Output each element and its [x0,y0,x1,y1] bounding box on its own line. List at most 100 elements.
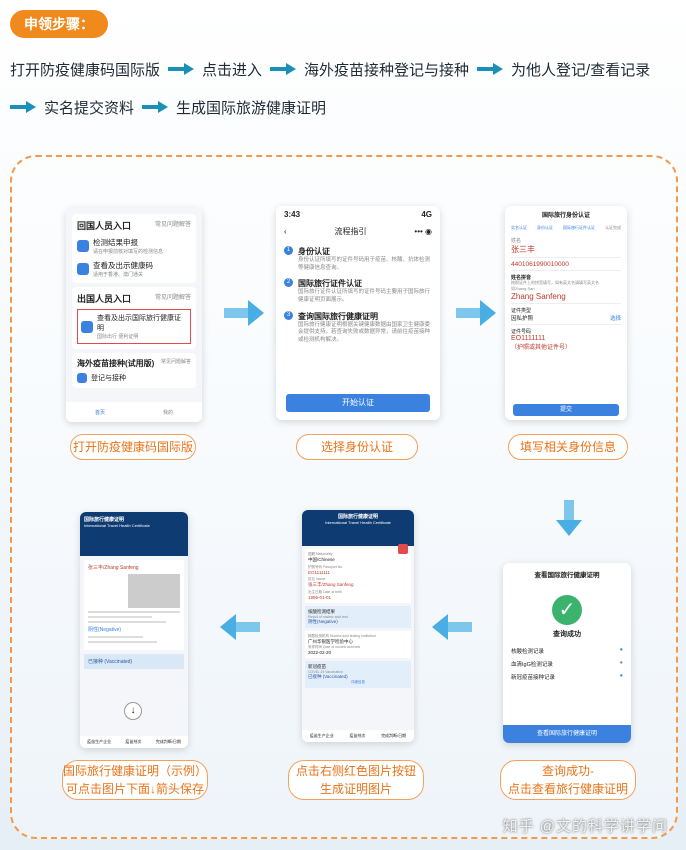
outbound-title: 出国人员入口 [77,294,132,304]
name-label: 姓名 [511,238,522,244]
record-label: 新冠疫苗接种记录 [511,675,556,681]
caption-line: 生成证明图片 [319,782,392,796]
caption-step-5: 点击右侧红色图片按钮 生成证明图片 [288,760,424,800]
screen-cert-generate: 国际旅行健康证明 International Travel Health Cer… [302,510,414,742]
download-arrow-icon[interactable]: ↓ [124,702,142,720]
step-number-icon: 1 [284,246,293,255]
caption-line: 点击查看旅行健康证明 [507,782,628,796]
record-list: 核酸检测记录● 血清IgG检测记录● 新冠疫苗接种记录● [503,647,631,681]
caption-step-6: 国际旅行健康证明（示例） 可点击图片下面↓箭头保存 [62,760,208,800]
faq-link[interactable]: 常见问题解答 [154,295,191,301]
tab[interactable]: 疫苗剂次 [125,739,142,744]
caption-step-4: 查询成功- 点击查看旅行健康证明 [500,760,636,800]
cert-title: 国际旅行健康证明 [337,514,378,520]
faq-link[interactable]: 常见问题解答 [154,222,191,228]
vaccine-card: 新冠疫苗 COVID-19 Vaccination 已接种 (Vaccinate… [305,661,411,688]
doc-type-select[interactable]: 因私护照 选择 [511,314,621,325]
record-label: 血清IgG检测记录 [511,662,553,668]
more-icon[interactable]: ••• ◉ [414,227,432,236]
travel-cert-item[interactable]: 查看及出示国际旅行健康证明 国际出行 便利证明 [77,309,191,344]
cert-title-en: International Travel Health Certificate [84,523,150,528]
item-label: 登记与接种 [91,375,126,382]
name-field[interactable]: 张三丰 [511,244,621,258]
success-text: 查询成功 [553,631,581,638]
flow-step-6: 生成国际旅游健康证明 [176,99,327,117]
screen-identity-form: 国际旅行身份认证 实名认证 身份认证 国际旅行证件认证 认证完成 姓名 张三丰 … [505,206,627,420]
arrow-right-icon [142,101,169,113]
doc-number-field[interactable]: EO1111111 [511,334,546,342]
nav-bar: ‹ 流程指引 ••• ◉ [276,223,440,240]
check-circle-icon: ● [619,673,623,679]
inbound-section: 回国人员入口 常见问题解答 检测结果申报 请在申报前核对填写的检测信息 查看及出… [72,214,196,283]
faq-link[interactable]: 常见问题解答 [160,359,191,365]
view-cert-button[interactable]: 查看国际旅行健康证明 [503,725,631,743]
step-text: 国际旅行健康证明根据关键健康数据由国家卫生健康委会提供支持，若查询失败或数据异常… [298,321,431,344]
register-vaccine-item[interactable]: 登记与接种 [77,373,191,383]
flow-step-1: 打开防疫健康码国际版 [10,61,161,79]
cert-header: 国际旅行健康证明 International Travel Health Cer… [80,512,188,556]
steps-flow: 打开防疫健康码国际版 点击进入 海外疫苗接种登记与接种 为他人登记/查看记录 实… [10,55,680,131]
tab[interactable]: 疫苗生产企业 [87,739,112,744]
doc-type-label: 证件类型 [511,307,532,314]
show-health-code-item[interactable]: 查看及出示健康码 适用于香港、澳门通关 [77,260,191,278]
step-title: 身份认证 [298,247,330,256]
item-label: 查看及出示健康码 [93,261,153,270]
doc-number-note: （护照或其他证件号） [511,344,572,351]
result-declare-item[interactable]: 检测结果申报 请在申报前核对填写的检测信息 [77,237,191,255]
tab[interactable]: 完成判断/日期 [381,733,407,738]
passport-label: 护照号码 Passport No. [308,565,344,569]
progress-step: 身份认证 [537,225,553,230]
arrow-right-icon [477,63,504,75]
caption-step-3: 填写相关身份信息 [508,434,628,460]
flow-step-3: 海外疫苗接种登记与接种 [304,61,470,79]
caption-step-1: 打开防疫健康码国际版 [70,434,196,460]
submit-button[interactable]: 提交 [513,404,619,416]
id-number-field[interactable]: 4401061990010000 [511,261,621,271]
guide-step-1: 1 身份认证 身份认证所填写的证件号码用于疫苗、核酸、抗体检测等健康信息查询。 [284,246,432,272]
item-label: 查看及出示国际旅行健康证明 [97,315,181,332]
institution-card: 核酸检测机构 Nucleic acid testing institution … [305,631,411,658]
nav-home[interactable]: 首页 [94,409,105,416]
caption-line: 国际旅行健康证明（示例） [63,764,208,778]
step-text: 国际旅行证件认证所填写的证件号码主要用于国际旅行健康证明页面展示。 [298,289,431,304]
certificate-icon [81,320,93,333]
arrow-right-icon [270,63,297,75]
progress-step: 国际旅行证件认证 [563,225,595,230]
item-sub: 国际出行 便利证明 [97,334,139,340]
doc-number-label: 证件号码 [511,328,532,335]
nucleic-value: 阴性(Negative) [308,619,338,624]
cert-title-en: International Travel Health Certificate [325,520,391,525]
pinyin-hint: 按照证件上的拼音填写，如有英文名请填写英文名 [511,280,599,285]
nation-label: 国籍 Nationality [308,552,333,556]
record-row: 新冠疫苗接种记录 ● [511,673,623,681]
pinyin-field[interactable]: Zhang Sanfeng [511,292,621,304]
bottom-nav: 首页 我的 [66,402,202,422]
start-auth-button[interactable]: 开始认证 [286,394,430,412]
steps-row-1: 打开防疫健康码国际版 点击进入 海外疫苗接种登记与接种 为他人登记/查看记录 [10,55,680,83]
nation-value: 中国/Chinese [308,557,335,562]
name-label: 姓名 Name [308,577,326,581]
flow-step-2: 点击进入 [202,61,263,79]
vaccine-label-en: COVID-19 Vaccination [308,670,343,674]
nucleic-label-en: Result of nucleic acid test [308,615,348,619]
choose-link[interactable]: 选择 [609,315,621,322]
tab[interactable]: 疫苗剂次 [349,733,366,738]
generate-image-button[interactable] [398,544,408,554]
step-title: 查询国际旅行健康证明 [298,311,378,321]
arrow-left-icon [432,614,472,640]
detail-link[interactable]: 详细信息 [351,680,365,684]
screen-query-success: 查看国际旅行健康证明 ✓ 查询成功 核酸检测记录● 血清IgG检测记录● 新冠疫… [503,563,631,743]
passport-value: EO1111111 [308,570,331,575]
check-circle-icon: ● [619,660,623,666]
tab[interactable]: 疫苗生产企业 [309,733,334,738]
tab[interactable]: 完成判断/日期 [155,739,181,744]
back-icon[interactable]: ‹ [284,227,287,236]
screen-process-guide: 3:43 4G ‹ 流程指引 ••• ◉ 1 身份认证 身份认证所填写的证件号码… [276,206,440,420]
arrow-right-icon [168,63,195,75]
watermark: 知乎 @文的科学讲学问 [502,818,668,835]
nav-title: 流程指引 [334,227,367,236]
caption-step-2: 选择身份认证 [296,434,418,460]
portrait-photo [128,574,180,608]
vaccine-label: 新冠疫苗 [308,664,326,669]
nav-mine[interactable]: 我的 [162,409,173,416]
